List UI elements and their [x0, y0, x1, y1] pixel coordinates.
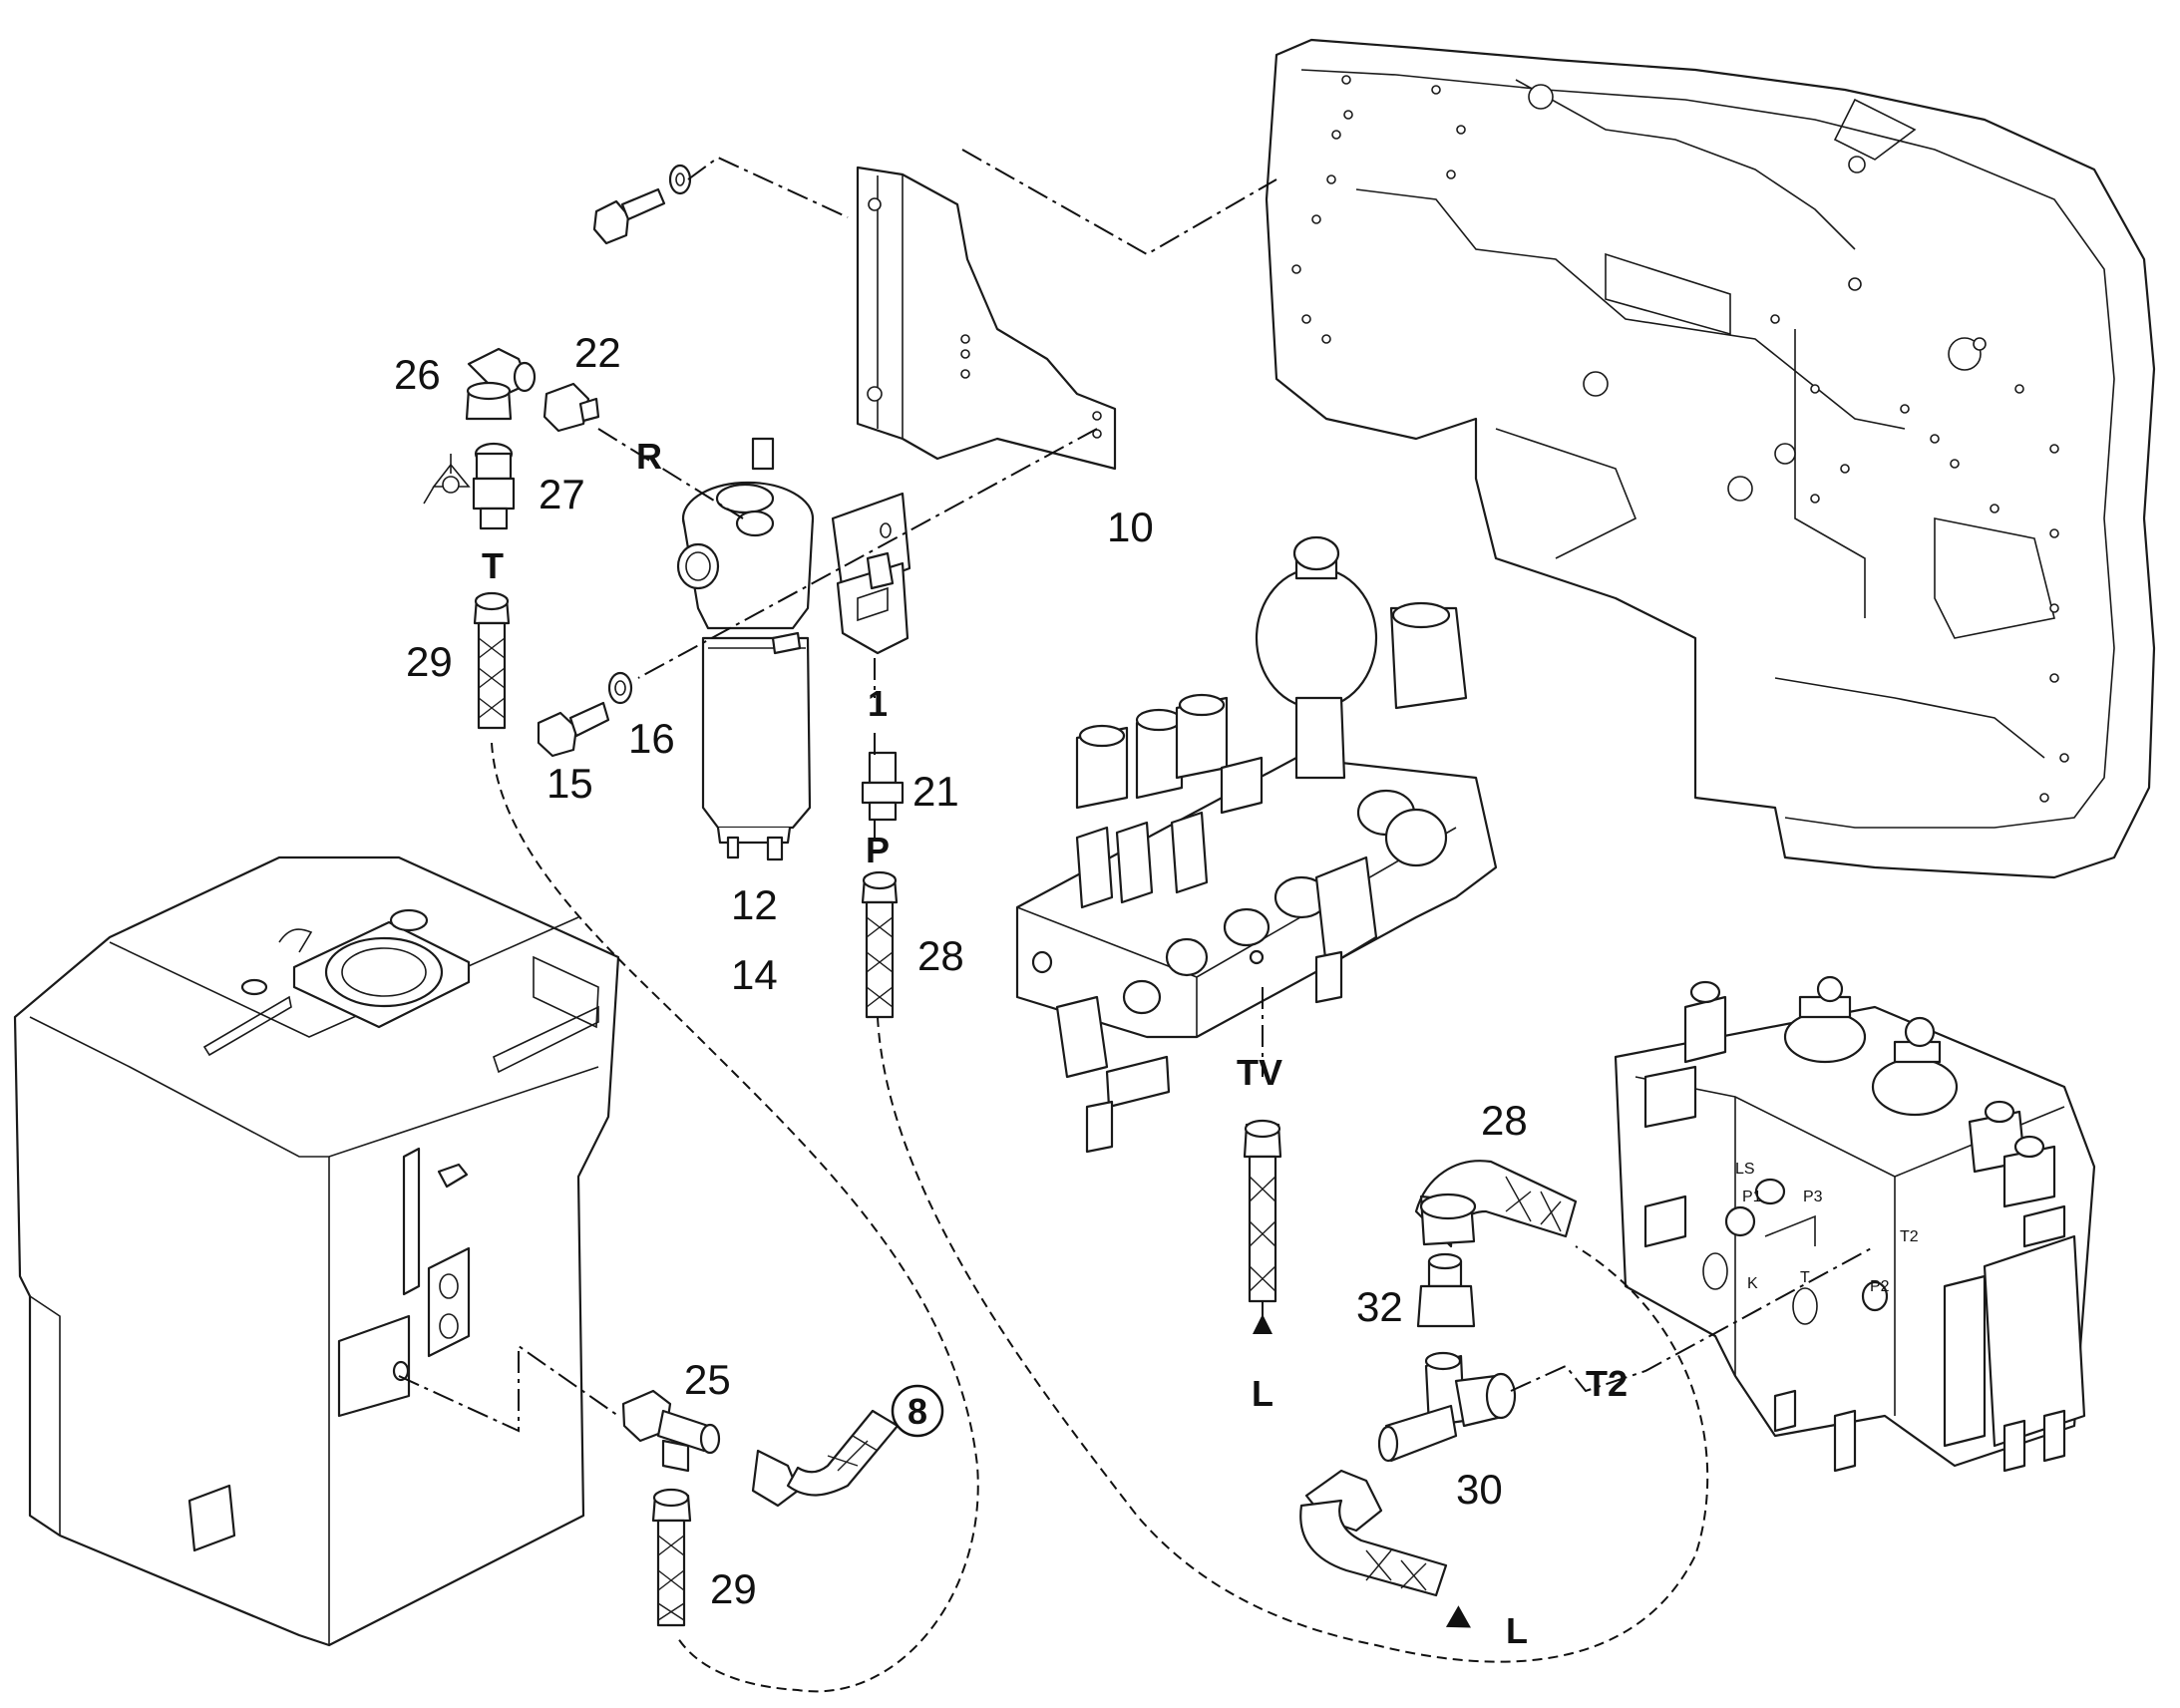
hose-routes — [491, 742, 1709, 1693]
callout-28-mid: 28 — [917, 932, 964, 979]
hydraulic-tank — [13, 855, 620, 1647]
valve-port-marks: LS P1 P3 K T P2 T2 — [1735, 1161, 1919, 1295]
tee-25 — [621, 1389, 721, 1473]
check-valve-27 — [472, 442, 516, 530]
callout-29-top: 29 — [406, 638, 453, 685]
valve-block-center — [1015, 535, 1498, 1154]
port-labels: R T 1 P TV L L T2 — [482, 436, 1628, 1651]
callout-10: 10 — [1107, 504, 1154, 550]
callout-27: 27 — [539, 471, 585, 517]
callout-14: 14 — [731, 951, 778, 998]
callout-29-bottom: 29 — [710, 1565, 757, 1612]
hose-tv — [1243, 1119, 1282, 1303]
port-l-bottom: L — [1506, 1610, 1528, 1651]
port-r: R — [636, 436, 662, 477]
ref-8-text: 8 — [908, 1391, 927, 1432]
nipple-21 — [861, 751, 905, 822]
hose-29-top — [473, 591, 511, 730]
callout-22: 22 — [574, 329, 621, 376]
callout-30: 30 — [1456, 1466, 1503, 1513]
port-t: T — [482, 545, 504, 586]
plug-22 — [543, 382, 600, 433]
port-p: P — [866, 830, 890, 870]
bracket-bolt — [592, 164, 692, 245]
callout-25: 25 — [684, 1356, 731, 1403]
mark-ls: LS — [1735, 1161, 1755, 1178]
washer-16 — [607, 671, 633, 705]
return-filter — [676, 437, 911, 861]
mark-k: K — [1747, 1275, 1758, 1292]
callout-32: 32 — [1356, 1283, 1403, 1330]
arrow-up-icon — [1253, 1314, 1272, 1334]
mark-p1: P1 — [1742, 1189, 1762, 1205]
hose-28-mid — [861, 870, 899, 1019]
hose-29-bottom — [651, 1488, 692, 1627]
hose-28-bent — [1414, 1160, 1578, 1248]
callout-16: 16 — [628, 715, 675, 762]
frame-casting — [1265, 38, 2156, 879]
mark-t: T — [1800, 1269, 1810, 1286]
arrow-right-icon — [1445, 1605, 1471, 1628]
port-t2: T2 — [1586, 1363, 1628, 1404]
tee-30 — [1377, 1351, 1517, 1463]
port-l-vertical: L — [1252, 1373, 1273, 1414]
callout-26: 26 — [394, 351, 441, 398]
assembly-leaders — [398, 149, 1876, 1433]
hose-to-8 — [751, 1409, 900, 1508]
bolt-15 — [537, 701, 610, 758]
ref-circle-8: 8 — [891, 1384, 944, 1438]
port-1: 1 — [868, 683, 888, 724]
callout-28-right: 28 — [1481, 1097, 1528, 1144]
mark-p2: P2 — [1870, 1278, 1890, 1295]
callout-21: 21 — [912, 768, 959, 815]
callout-15: 15 — [546, 760, 593, 807]
mark-p3: P3 — [1803, 1189, 1823, 1205]
elbow-fitting-26 — [465, 347, 537, 421]
mark-t2: T2 — [1900, 1228, 1919, 1245]
callout-12: 12 — [731, 881, 778, 928]
port-tv: TV — [1237, 1052, 1282, 1093]
callout-labels: 10 12 14 15 16 21 22 25 26 27 28 28 29 2… — [394, 329, 1528, 1612]
check-valve-symbol — [423, 454, 471, 505]
hose-l-bottom — [1299, 1469, 1448, 1597]
flow-arrows — [1253, 1314, 1471, 1628]
adapter-32 — [1416, 1252, 1476, 1328]
mounting-bracket — [856, 166, 1117, 471]
valve-block-right — [1614, 975, 2096, 1473]
